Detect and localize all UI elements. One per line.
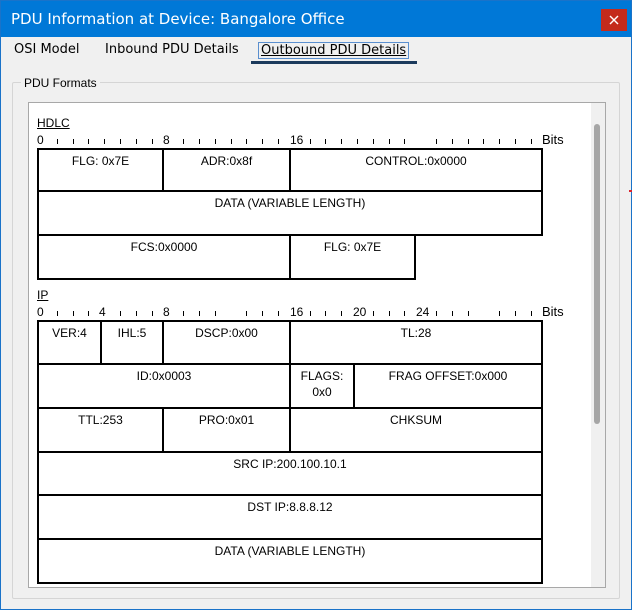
tab-strip: OSI Model Inbound PDU Details Outbound P… xyxy=(1,38,631,64)
ruler-tick xyxy=(135,139,137,144)
hdlc-fcs-field: FCS:0x0000 xyxy=(37,234,291,280)
ip-ruler-8: 8 xyxy=(163,305,170,319)
ip-protocol-field: PRO:0x01 xyxy=(162,407,291,453)
ruler-tick xyxy=(72,311,74,316)
ruler-tick xyxy=(325,139,327,144)
ruler-tick xyxy=(388,311,390,316)
hdlc-ruler-8: 8 xyxy=(163,133,170,147)
ruler-tick xyxy=(262,311,264,316)
ip-ihl-field: IHL:5 xyxy=(100,320,164,365)
ruler-tick xyxy=(309,139,311,144)
ruler-tick xyxy=(151,311,153,316)
hdlc-ruler-16: 16 xyxy=(290,133,304,147)
ruler-tick xyxy=(451,139,453,144)
ruler-tick xyxy=(436,311,437,316)
ruler-tick xyxy=(230,139,232,144)
ip-flags-field: FLAGS:0x0 xyxy=(289,363,355,409)
ip-ruler-16: 16 xyxy=(290,305,304,319)
ip-title: IP xyxy=(37,288,49,302)
ruler-tick xyxy=(262,139,264,144)
ruler-tick xyxy=(246,139,248,144)
ruler-tick xyxy=(151,139,153,144)
ip-source-address-field: SRC IP:200.100.10.1 xyxy=(37,451,543,496)
ip-ruler-20: 20 xyxy=(353,305,367,319)
ip-version-field: VER:4 xyxy=(37,320,102,365)
ruler-tick xyxy=(246,311,248,316)
ruler-tick xyxy=(135,311,137,316)
close-icon xyxy=(609,15,619,25)
ruler-tick xyxy=(404,139,406,144)
ruler-tick xyxy=(199,311,200,316)
hdlc-flag-end-field: FLG: 0x7E xyxy=(289,234,416,280)
ruler-tick xyxy=(214,139,216,144)
ruler-tick xyxy=(341,311,343,316)
ruler-tick xyxy=(467,311,469,316)
ruler-tick xyxy=(88,311,90,316)
ruler-tick xyxy=(278,139,279,144)
tab-outbound-pdu-details[interactable]: Outbound PDU Details xyxy=(258,42,410,59)
hdlc-address-field: ADR:0x8f xyxy=(162,148,291,192)
hdlc-flag-start-field: FLG: 0x7E xyxy=(37,148,164,192)
ruler-tick xyxy=(530,139,532,144)
ip-dscp-field: DSCP:0x00 xyxy=(162,320,291,365)
ruler-tick xyxy=(499,139,501,144)
hdlc-control-field: CONTROL:0x0000 xyxy=(289,148,543,192)
vertical-scrollbar-thumb[interactable] xyxy=(594,124,600,424)
window-title: PDU Information at Device: Bangalore Off… xyxy=(11,10,345,28)
pdu-formats-group xyxy=(12,82,620,599)
ruler-tick xyxy=(372,311,374,316)
ruler-tick xyxy=(214,311,216,316)
ip-fragment-offset-field: FRAG OFFSET:0x000 xyxy=(353,363,543,409)
close-button[interactable] xyxy=(601,9,627,31)
ip-identification-field: ID:0x0003 xyxy=(37,363,291,409)
ruler-tick xyxy=(120,139,121,144)
ruler-tick xyxy=(388,139,390,144)
ruler-tick xyxy=(530,311,532,316)
ruler-tick xyxy=(499,311,501,316)
ip-total-length-field: TL:28 xyxy=(289,320,543,365)
hdlc-title: HDLC xyxy=(37,116,70,130)
ruler-tick xyxy=(278,311,279,316)
title-bar[interactable]: PDU Information at Device: Bangalore Off… xyxy=(1,1,631,37)
ip-ttl-field: TTL:253 xyxy=(37,407,164,453)
ruler-tick xyxy=(104,139,106,144)
ip-ruler-0: 0 xyxy=(37,305,44,319)
ruler-tick xyxy=(404,311,406,316)
ruler-tick xyxy=(515,311,516,316)
ruler-tick xyxy=(199,139,200,144)
ruler-tick xyxy=(515,139,516,144)
ruler-tick xyxy=(72,139,74,144)
ruler-tick xyxy=(56,311,58,316)
tab-osi-model[interactable]: OSI Model xyxy=(14,42,80,57)
ruler-tick xyxy=(436,139,437,144)
hdlc-ruler-0: 0 xyxy=(37,133,44,147)
ruler-tick xyxy=(451,311,453,316)
ip-data-field: DATA (VARIABLE LENGTH) xyxy=(37,538,543,584)
red-marker xyxy=(629,190,632,192)
ruler-tick xyxy=(183,311,185,316)
ruler-tick xyxy=(467,139,469,144)
ruler-tick xyxy=(56,139,58,144)
ruler-tick xyxy=(483,139,485,144)
ip-bits-label: Bits xyxy=(542,304,564,319)
ip-destination-address-field: DST IP:8.8.8.12 xyxy=(37,494,543,540)
ruler-tick xyxy=(183,139,185,144)
ruler-tick xyxy=(88,139,90,144)
ip-ruler-4: 4 xyxy=(99,305,106,319)
hdlc-data-field: DATA (VARIABLE LENGTH) xyxy=(37,190,543,236)
hdlc-bits-label: Bits xyxy=(542,132,564,147)
active-tab-indicator xyxy=(251,61,417,64)
ip-checksum-field: CHKSUM xyxy=(289,407,543,453)
ruler-tick xyxy=(372,139,374,144)
pdu-formats-legend: PDU Formats xyxy=(21,76,100,90)
ruler-tick xyxy=(357,139,358,144)
ruler-tick xyxy=(341,139,343,144)
ip-ruler-24: 24 xyxy=(416,305,430,319)
ruler-tick xyxy=(309,311,311,316)
ruler-tick xyxy=(325,311,327,316)
tab-inbound-pdu-details[interactable]: Inbound PDU Details xyxy=(105,42,239,57)
ruler-tick xyxy=(120,311,121,316)
